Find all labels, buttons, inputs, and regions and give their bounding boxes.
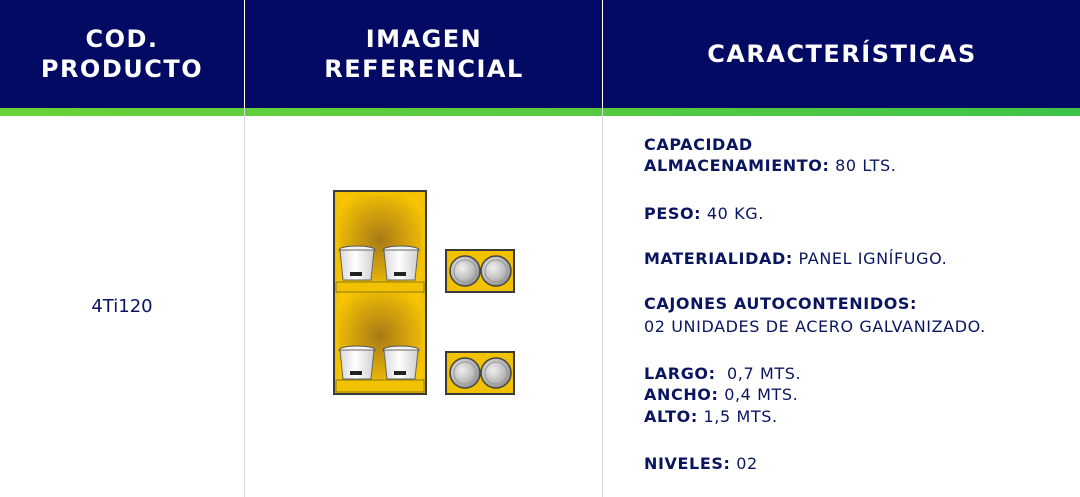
spec-capacity-label: CAPACIDAD [644, 135, 753, 154]
drawer-icon [445, 351, 515, 395]
safety-cabinet-icon [333, 190, 515, 395]
drawer-icon [445, 249, 515, 293]
spec-height: ALTO: 1,5 MTS. [644, 407, 778, 426]
spec-material: MATERIALIDAD: PANEL IGNÍFUGO. [644, 249, 948, 268]
spec-capacity: ALMACENAMIENTO: 80 LTS. [644, 156, 897, 175]
bucket-icon [338, 345, 376, 380]
table-header: COD. PRODUCTO IMAGEN REFERENCIAL CARACTE… [0, 0, 1080, 108]
spec-drawers-label: CAJONES AUTOCONTENIDOS: [644, 294, 918, 313]
bucket-icon [382, 345, 420, 380]
column-divider [602, 0, 603, 497]
header-accent-bar [0, 108, 1080, 116]
product-code: 4Ti120 [91, 296, 153, 317]
bucket-icon [382, 245, 420, 281]
spec-levels: NIVELES: 02 [644, 454, 758, 473]
header-cod-producto: COD. PRODUCTO [0, 0, 244, 108]
header-divider [602, 0, 603, 108]
spec-width: ANCHO: 0,4 MTS. [644, 385, 799, 404]
header-divider [244, 0, 245, 108]
header-caracteristicas: CARACTERÍSTICAS [604, 0, 1080, 108]
header-label: COD. PRODUCTO [40, 25, 204, 83]
header-label: IMAGEN REFERENCIAL [324, 25, 524, 83]
spec-weight: PESO: 40 KG. [644, 204, 764, 223]
product-code-cell: 4Ti120 [0, 116, 244, 497]
column-divider [244, 0, 245, 497]
spec-length: LARGO: 0,7 MTS. [644, 364, 802, 383]
cabinet [333, 190, 427, 395]
bucket-icon [338, 245, 376, 281]
spec-drawers-value: 02 UNIDADES DE ACERO GALVANIZADO. [644, 317, 986, 336]
header-label: CARACTERÍSTICAS [707, 40, 977, 68]
header-imagen-referencial: IMAGEN REFERENCIAL [246, 0, 602, 108]
product-image-cell [246, 116, 602, 497]
